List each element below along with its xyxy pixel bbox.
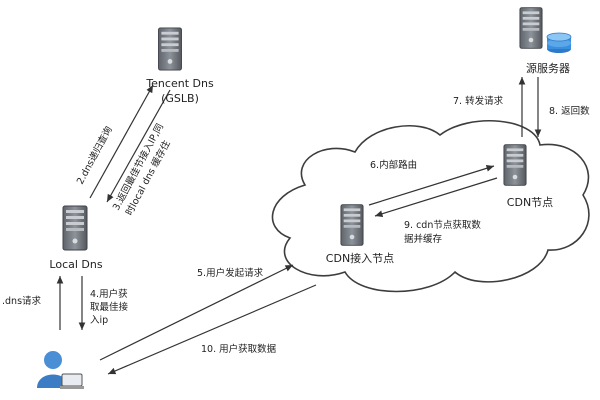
step-4-label-line3: 入ip	[90, 315, 108, 326]
origin-server-icon	[519, 7, 543, 49]
step-4-label-line1: 4.用户获	[90, 288, 128, 300]
step-2-label: 2.dns递归查询	[74, 124, 115, 186]
step-10-label: 10. 用户获取数据	[201, 343, 277, 355]
cdn-node-server-icon	[503, 144, 527, 186]
cdn-node-label: CDN节点	[507, 196, 553, 209]
arrow-dns-recursive	[89, 84, 154, 199]
step-8-label: 8. 返回数	[549, 105, 590, 117]
cdn-access-server-icon	[340, 204, 364, 246]
local-dns-label: Local Dns	[49, 258, 102, 271]
step-6-label: 6.内部路由	[370, 159, 417, 171]
tencent-dns-sublabel: (GSLB)	[161, 92, 199, 105]
tencent-dns-label: Tencent Dns	[145, 77, 214, 90]
tencent-dns-server-icon	[158, 27, 182, 71]
arrow-cdn-cache	[374, 177, 498, 217]
user-icon	[37, 351, 84, 389]
step-5-label: 5.用户发起请求	[197, 267, 264, 279]
step-9-label-line1: 9. cdn节点获取数	[404, 219, 481, 231]
cdn-access-node-label: CDN接入节点	[326, 252, 394, 265]
origin-server-label: 源服务器	[526, 61, 570, 75]
step-7-label: 7. 转发请求	[453, 95, 504, 107]
arrow-user-request	[99, 264, 294, 361]
step-4-label-line2: 取最佳接	[90, 301, 129, 313]
arrow-user-get-data	[107, 284, 317, 375]
database-icon	[546, 32, 572, 53]
arrow-internal-routing	[368, 165, 495, 206]
step-1-label: .dns请求	[2, 295, 42, 307]
arrow-return-best-ip	[106, 89, 171, 203]
local-dns-server-icon	[62, 205, 88, 251]
step-9-label-line2: 据并缓存	[404, 233, 443, 245]
